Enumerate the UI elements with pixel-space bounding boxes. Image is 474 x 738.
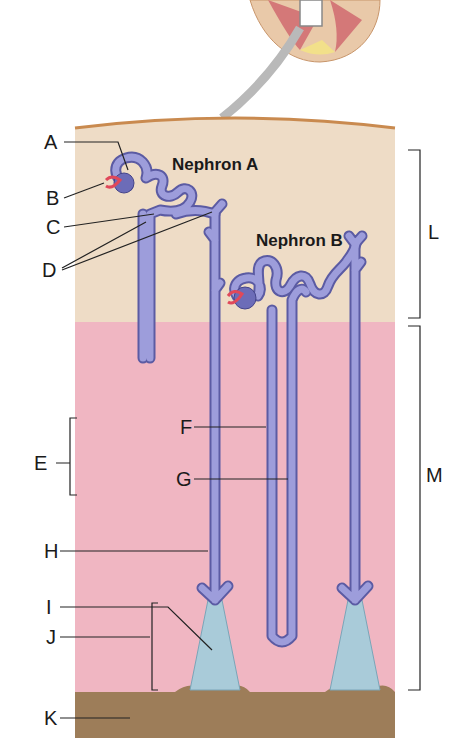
- nephron-name: Nephron B: [256, 232, 343, 249]
- part-letter: B: [46, 188, 59, 208]
- part-letter: F: [180, 417, 192, 437]
- part-letter: A: [44, 132, 57, 152]
- part-letter: I: [46, 597, 52, 617]
- part-letter: C: [46, 217, 60, 237]
- part-letter: G: [176, 469, 192, 489]
- part-letter: K: [44, 708, 57, 728]
- part-letter: L: [428, 222, 439, 242]
- part-letter: H: [44, 541, 58, 561]
- part-letter: J: [46, 627, 56, 647]
- part-letter: M: [426, 465, 443, 485]
- part-letter: E: [34, 453, 47, 473]
- part-letter: D: [42, 260, 56, 280]
- nephron-name: Nephron A: [172, 156, 258, 173]
